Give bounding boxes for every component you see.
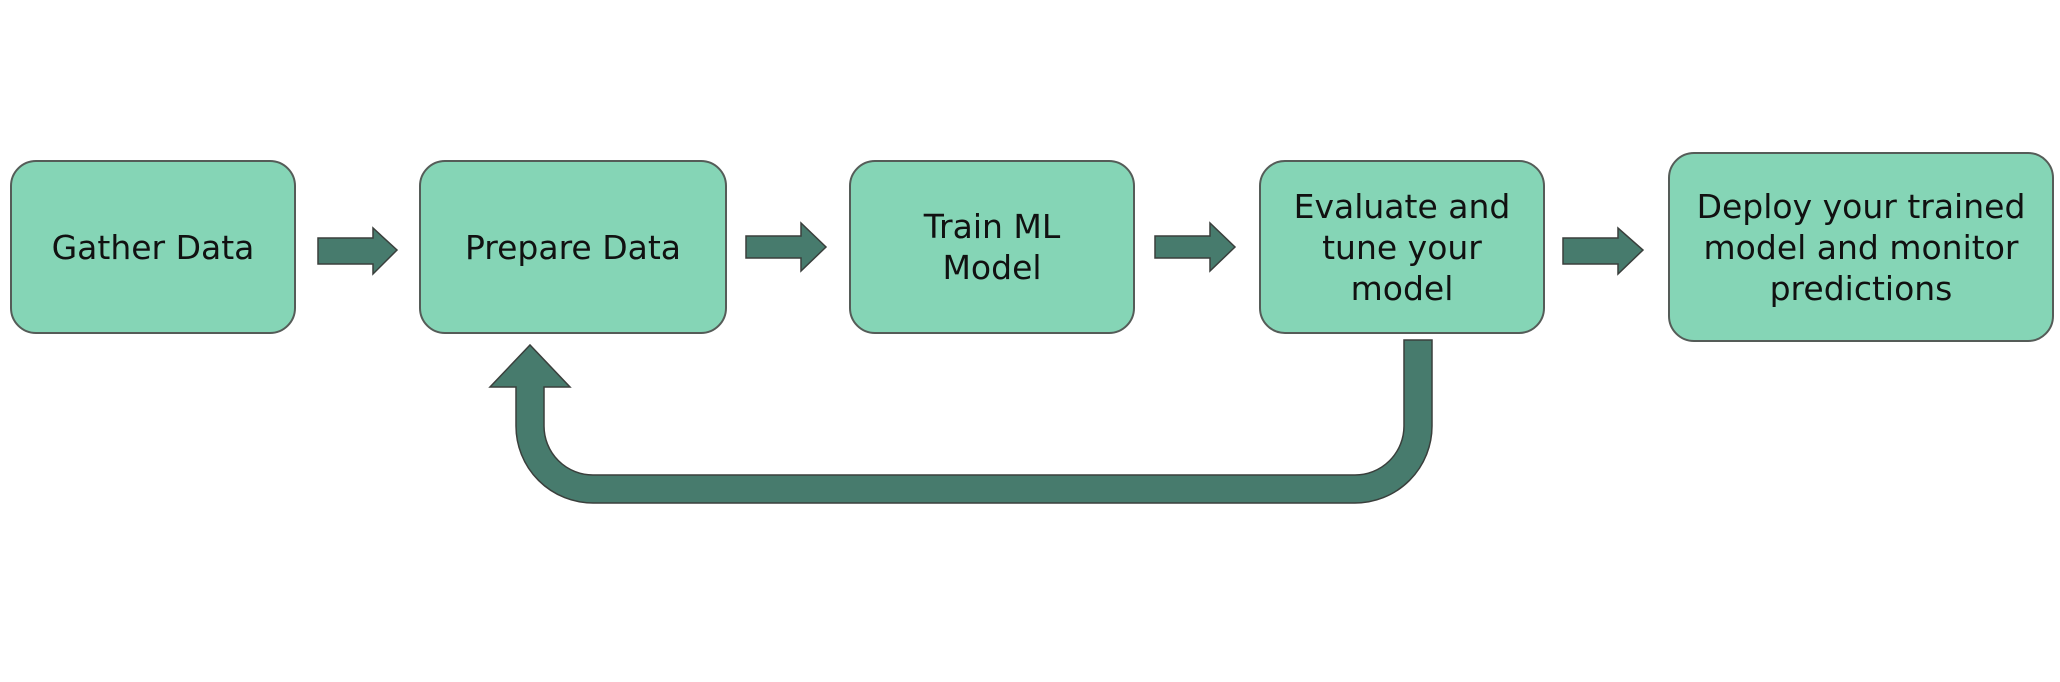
step-train-model-label: Train ML Model [923, 207, 1061, 287]
step-deploy-monitor-label: Deploy your trained model and monitor pr… [1696, 186, 2026, 308]
step-deploy-monitor: Deploy your trained model and monitor pr… [1668, 152, 2054, 342]
step-gather-data: Gather Data [10, 160, 296, 334]
feedback-loop-arrow [488, 339, 1433, 504]
step-evaluate-tune: Evaluate and tune your model [1259, 160, 1545, 334]
arrow-train-to-evaluate [1154, 221, 1237, 273]
step-evaluate-tune-label: Evaluate and tune your model [1293, 186, 1511, 308]
arrow-prepare-to-train [745, 221, 828, 273]
step-prepare-data-label: Prepare Data [464, 227, 682, 267]
step-prepare-data: Prepare Data [419, 160, 727, 334]
step-train-model: Train ML Model [849, 160, 1135, 334]
arrow-evaluate-to-deploy [1562, 226, 1645, 276]
step-gather-data-label: Gather Data [51, 227, 255, 267]
arrow-gather-to-prepare [317, 226, 399, 276]
